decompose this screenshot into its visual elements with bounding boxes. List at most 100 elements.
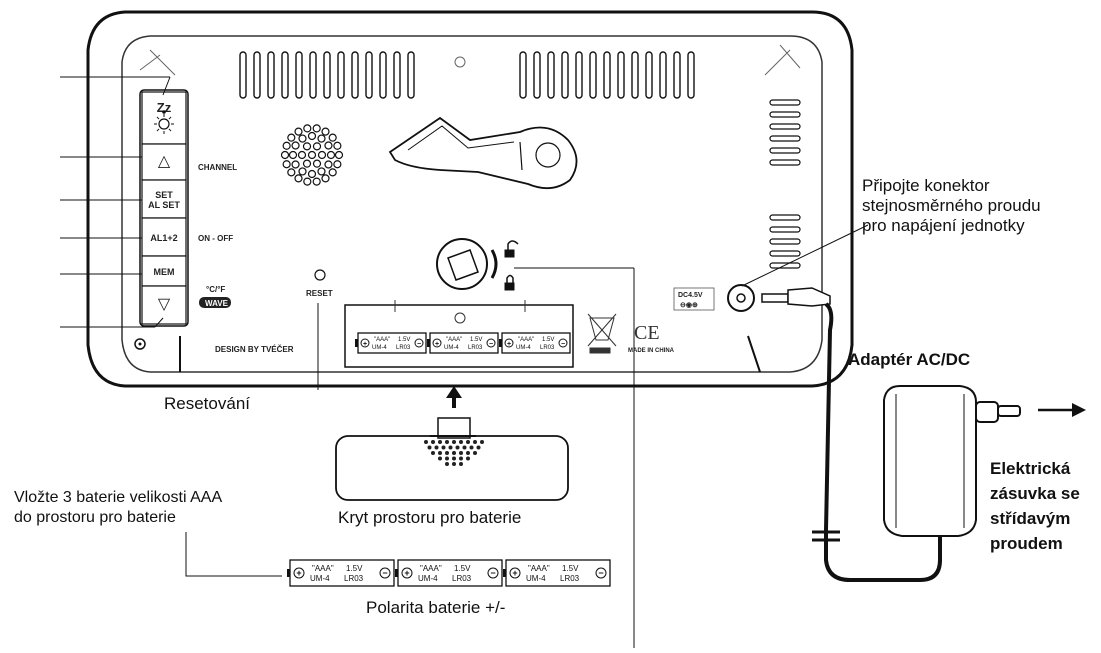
- side-vents: [769, 99, 801, 269]
- speaker-hole: [282, 160, 291, 169]
- battery-um: UM-4: [526, 574, 546, 583]
- top-vents-right: [519, 51, 695, 99]
- minus-terminal-icon: [414, 338, 424, 348]
- battery-um: UM-4: [418, 574, 438, 583]
- cover-grip-dots: [424, 440, 484, 466]
- speaker-hole: [317, 167, 326, 176]
- grip-dot: [452, 440, 456, 444]
- vent-slot: [239, 51, 247, 99]
- socket-line-4: proudem: [990, 534, 1063, 553]
- battery-volt: 1.5V: [542, 337, 554, 343]
- socket-line-3: střídavým: [990, 509, 1071, 528]
- speaker-hole: [333, 141, 342, 150]
- speaker-hole: [302, 142, 312, 151]
- vent-slot: [323, 51, 331, 99]
- grip-dot: [452, 456, 456, 461]
- grip-dot: [459, 456, 463, 461]
- channel-label: CHANNEL: [198, 163, 237, 172]
- battery-type: "AAA": [528, 564, 550, 573]
- side-button-3[interactable]: AL1+2: [141, 217, 187, 257]
- side-button-label: AL1+2: [150, 233, 177, 243]
- socket-label: Elektrická zásuvka se střídavým proudem: [990, 456, 1100, 556]
- plus-terminal-icon: [293, 567, 305, 579]
- speaker-hole: [326, 150, 336, 160]
- grip-dot: [459, 440, 463, 444]
- wave-badge: [199, 297, 231, 308]
- battery-volt: 1.5V: [562, 564, 579, 573]
- dc-connector-line-2: stejnosměrného proudu: [862, 196, 1041, 215]
- button-callout-lines: [60, 76, 171, 328]
- vent-slot: [769, 159, 801, 166]
- polarity-label: Polarita baterie +/-: [366, 598, 506, 617]
- insert-batteries-line: [185, 532, 282, 577]
- vent-slot: [769, 135, 801, 142]
- battery-um: UM-4: [372, 345, 387, 351]
- speaker-hole: [321, 174, 330, 183]
- speaker-hole: [334, 150, 344, 160]
- plus-terminal-icon: [401, 567, 413, 579]
- vent-slot: [631, 51, 639, 99]
- speaker-grill: [280, 124, 344, 186]
- dc-plug: [761, 287, 831, 307]
- dc-connector-line-1: Připojte konektor: [862, 176, 990, 195]
- dc-jack[interactable]: [727, 284, 755, 312]
- speaker-hole: [280, 150, 290, 160]
- speaker-hole: [312, 177, 321, 186]
- plus-terminal-icon: [432, 338, 442, 348]
- battery-type: "AAA": [312, 564, 334, 573]
- side-button-1[interactable]: △: [141, 143, 187, 181]
- insert-batteries-line-1: Vložte 3 baterie velikosti AAA: [14, 489, 223, 506]
- vent-slot: [673, 51, 681, 99]
- design-label: DESIGN BY TVÉČER: [215, 345, 294, 354]
- battery-um: UM-4: [444, 345, 459, 351]
- grip-dot: [448, 445, 453, 450]
- side-button-0[interactable]: Zz: [141, 91, 187, 145]
- vent-slot: [769, 147, 801, 154]
- grip-dot: [466, 451, 470, 455]
- vent-slot: [267, 51, 275, 99]
- vent-slot: [659, 51, 667, 99]
- side-button-label: ▽: [158, 296, 171, 313]
- speaker-hole: [324, 160, 333, 169]
- speaker-hole: [297, 150, 307, 160]
- minus-terminal-icon: [486, 338, 496, 348]
- device-bottom-rim: [179, 335, 761, 373]
- grip-dot: [469, 445, 474, 450]
- battery-lr: LR03: [396, 345, 411, 351]
- grip-dot: [459, 462, 463, 466]
- reset-pinhole[interactable]: [314, 269, 326, 281]
- grip-dot: [466, 456, 470, 461]
- socket-line-1: Elektrická: [990, 459, 1071, 478]
- svg-text:+: +: [512, 568, 517, 578]
- side-button-4[interactable]: MEM: [141, 255, 187, 287]
- grip-dot: [434, 445, 439, 450]
- speaker-hole: [307, 169, 317, 179]
- wall-hanger: [388, 116, 578, 190]
- battery-lr: LR03: [560, 574, 580, 583]
- speaker-hole: [307, 131, 317, 141]
- side-button-label: AL SET: [148, 200, 180, 210]
- grip-dot: [476, 445, 481, 450]
- vent-slot: [769, 250, 801, 257]
- insert-batteries-label: Vložte 3 baterie velikosti AAA do prosto…: [14, 488, 314, 528]
- grip-dot: [480, 440, 484, 444]
- vent-slot: [309, 51, 317, 99]
- svg-text:+: +: [435, 341, 439, 348]
- minus-terminal-icon: [558, 338, 568, 348]
- reset-printed-label: RESET: [306, 289, 333, 298]
- side-button-5[interactable]: ▽: [141, 285, 187, 325]
- battery-type: "AAA": [518, 337, 534, 343]
- minus-terminal-icon: [487, 567, 499, 579]
- dc-polarity: ⊖◉⊕: [680, 302, 698, 309]
- battery-type: "AAA": [374, 337, 390, 343]
- vent-slot: [589, 51, 597, 99]
- svg-text:−: −: [382, 568, 387, 578]
- svg-text:+: +: [507, 341, 511, 348]
